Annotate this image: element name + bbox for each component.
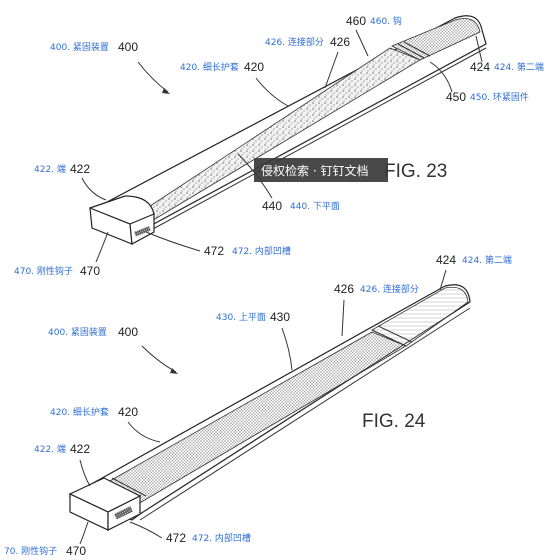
fig23-label-422: 422. 端 [34, 163, 66, 175]
fig24-label-470: 70. 刚性钩子 [4, 545, 57, 557]
watermark-text: 侵权检索 · 钉钉文档 [261, 163, 368, 178]
fig23-num-424: 424 [470, 60, 490, 74]
fig24-num-400: 400 [118, 325, 138, 339]
figure-24 [68, 284, 471, 531]
fig23-label-470: 470. 刚性钩子 [14, 265, 73, 277]
fig24-label-430: 430. 上平面 [216, 312, 266, 323]
fig24-num-470: 470 [66, 544, 86, 558]
figure-23 [89, 15, 487, 245]
fig24-num-426: 426 [334, 282, 354, 296]
fig23-num-470: 470 [80, 264, 100, 278]
fig23-num-450: 450 [446, 90, 466, 104]
fig24-caption: FIG. 24 [362, 411, 426, 432]
fig23-num-422: 422 [70, 162, 90, 176]
fig24-label-426: 426. 连接部分 [360, 283, 419, 295]
fig23-label-400: 400. 紧固装置 [50, 41, 109, 53]
fig23-label-426: 426. 连接部分 [265, 36, 324, 48]
fig24-label-422: 422. 端 [34, 443, 66, 455]
fig23-label-440: 440. 下平面 [290, 201, 340, 212]
fig23-label-460: 460. 钩 [370, 15, 402, 27]
fig23-caption: FIG. 23 [384, 161, 447, 182]
fig23-hook-region [391, 18, 481, 61]
fig23-num-426: 426 [330, 35, 350, 49]
fig24-label-420: 420. 细长护套 [50, 406, 109, 418]
fig23-label-450: 450. 环紧固件 [470, 91, 529, 103]
fig24-label-472: 472. 内部凹槽 [192, 532, 251, 544]
fig23-num-460: 460 [346, 14, 366, 28]
fig23-labels: 400. 紧固装置 400 426. 连接部分 426 460 460. 钩 4… [14, 14, 544, 278]
fig24-num-472: 472 [166, 531, 186, 545]
fig24-label-400: 400. 紧固装置 [48, 326, 107, 338]
fig24-label-424: 424. 第二端 [462, 254, 512, 266]
fig23-label-420: 420. 细长护套 [180, 61, 239, 73]
fig23-label-424: 424. 第二端 [494, 61, 544, 73]
fig23-num-472: 472 [204, 244, 224, 258]
fig23-num-440: 440 [262, 199, 282, 213]
fig24-num-430: 430 [270, 310, 290, 324]
fig23-num-420: 420 [244, 60, 264, 74]
fig24-num-422: 422 [70, 442, 90, 456]
fig24-num-424: 424 [436, 253, 456, 267]
fig23-textured-surface [137, 47, 421, 223]
fig23-label-472: 472. 内部凹槽 [232, 245, 291, 257]
fig24-second-end [371, 286, 469, 347]
watermark: 侵权检索 · 钉钉文档 [254, 158, 388, 182]
fig24-num-420: 420 [118, 405, 138, 419]
fig24-labels: 424 424. 第二端 426 426. 连接部分 400. 紧固装置 400… [4, 253, 512, 558]
fig23-num-400: 400 [118, 40, 138, 54]
